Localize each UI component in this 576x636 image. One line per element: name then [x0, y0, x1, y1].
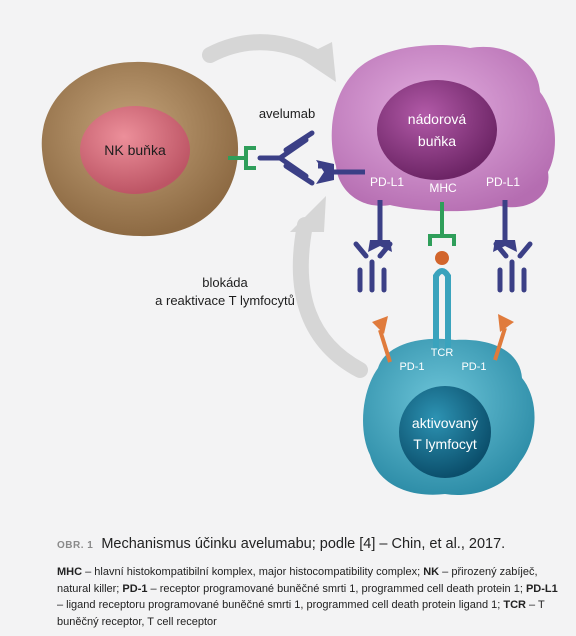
caption-title: Mechanismus účinku avelumabu; podle [4] …: [101, 536, 506, 552]
tumor-cell: nádorová buňka: [331, 45, 555, 212]
blockade-label-2: a reaktivace T lymfocytů: [155, 293, 295, 308]
def-text: – T buněčný receptor, T cell receptor: [57, 599, 545, 628]
antigen-peptide: [435, 251, 449, 265]
pd-1-label-left: PD-1: [399, 361, 424, 373]
def-text: – přirozený zabíječ, natural killer;: [57, 566, 538, 595]
t-cell-label-1: aktivovaný: [412, 415, 478, 431]
arrow-reactivation: [290, 196, 368, 378]
tcr-label: TCR: [431, 347, 454, 359]
mhc-molecule: [428, 202, 456, 246]
avelumab-antibody: [257, 130, 315, 186]
blockade-label-1: blokáda: [202, 275, 248, 290]
def-term: PD-1: [122, 582, 148, 595]
def-term: PD-L1: [525, 582, 558, 595]
tumor-cell-label-2: buňka: [418, 133, 456, 149]
def-text: – ligand receptoru programované buněčné …: [57, 599, 504, 611]
figure-caption: OBR. 1 Mechanismus účinku avelumabu; podl…: [57, 534, 565, 630]
figure-tag: OBR. 1: [57, 540, 94, 551]
pd-l1-label-left: PD-L1: [370, 175, 404, 189]
pd-1-label-right: PD-1: [461, 361, 486, 373]
tumor-nucleus: [377, 80, 497, 180]
caption-definitions: MHC – hlavní histokompatibilní komplex, …: [57, 564, 565, 630]
nk-cell-label: NK buňka: [104, 142, 166, 158]
pd-1-right: [493, 314, 514, 361]
t-cell-label-2: T lymfocyt: [413, 436, 477, 452]
t-nucleus: [399, 386, 491, 478]
def-term: TCR: [503, 599, 526, 611]
t-cell: aktivovaný T lymfocyt: [363, 338, 535, 495]
nk-cell: NK buňka: [41, 61, 239, 237]
pd-1-left: [372, 316, 392, 363]
pd-l1-label-right: PD-L1: [486, 175, 520, 189]
def-term: NK: [423, 566, 440, 578]
mhc-label: MHC: [429, 181, 457, 195]
pd-l1-head: [316, 160, 334, 184]
tumor-cell-label-1: nádorová: [408, 111, 467, 127]
antibody-left: [353, 241, 393, 293]
caption-title-row: OBR. 1 Mechanismus účinku avelumabu; podl…: [57, 534, 565, 556]
def-term: MHC: [57, 566, 83, 578]
mechanism-diagram: NK buňka nádorová buňka aktivovaný T lym…: [41, 34, 555, 495]
tcr-receptor: [433, 268, 451, 350]
nk-fc-receptor: [228, 146, 256, 170]
avelumab-label: avelumab: [259, 106, 315, 121]
nk-nucleus: [80, 106, 190, 194]
antibody-right: [493, 241, 533, 293]
def-text: – hlavní histokompatibilní komplex, majo…: [82, 566, 424, 578]
def-text: – receptor programované buněčné smrti 1,…: [147, 582, 526, 595]
arrow-top: [202, 34, 336, 82]
